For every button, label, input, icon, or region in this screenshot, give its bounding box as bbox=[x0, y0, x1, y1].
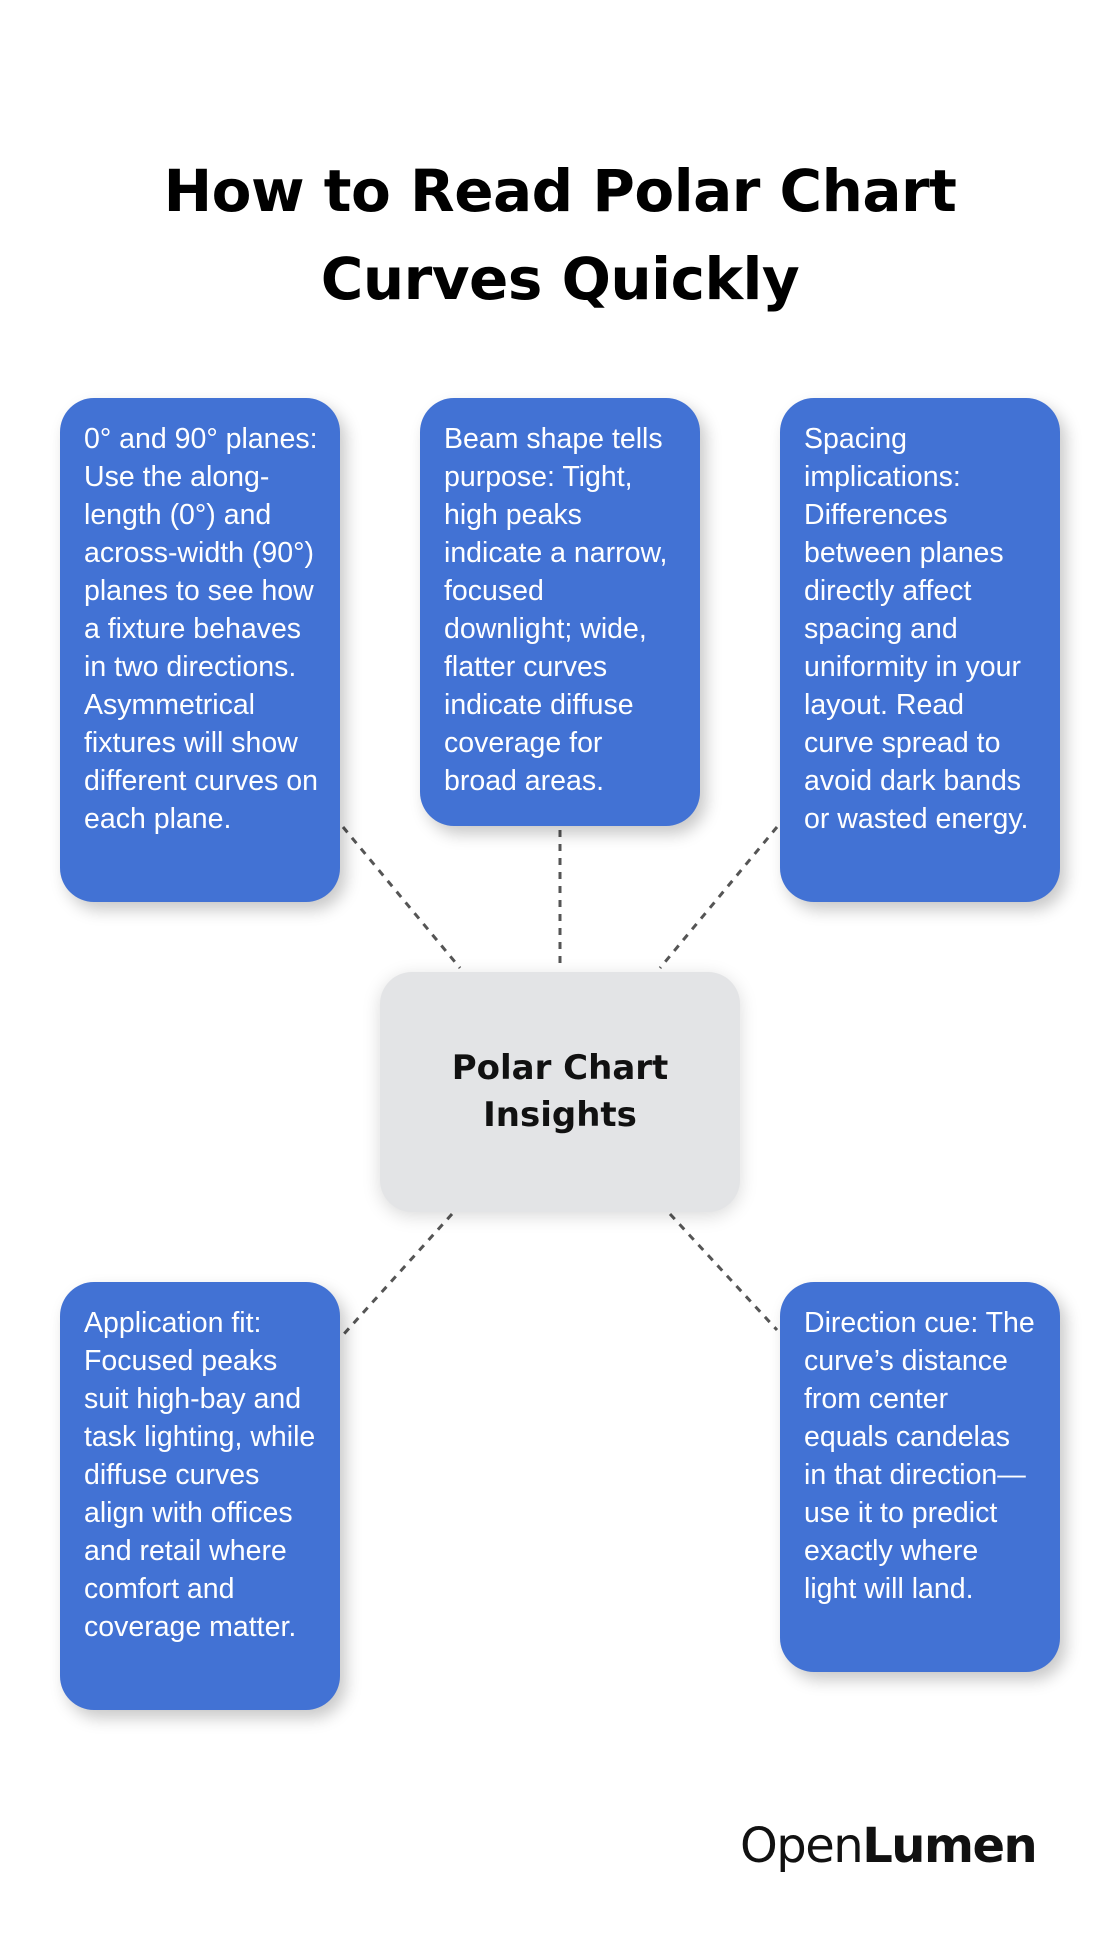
insight-text-beam-shape: Beam shape tells purpose: Tight, high pe… bbox=[444, 423, 668, 797]
insight-text-direction: Direction cue: The curve’s distance from… bbox=[804, 1307, 1035, 1605]
connector-box5 bbox=[668, 1212, 779, 1332]
connector-box3 bbox=[658, 826, 779, 969]
title-line-2: Curves Quickly bbox=[320, 244, 800, 313]
logo-part-lumen: Lumen bbox=[862, 1818, 1038, 1874]
insight-box-spacing: Spacing implications: Differences betwee… bbox=[780, 398, 1060, 902]
center-label: Polar Chart Insights bbox=[451, 1048, 669, 1135]
connector-box4 bbox=[341, 1212, 454, 1337]
insight-text-spacing: Spacing implications: Differences betwee… bbox=[804, 423, 1029, 835]
title-line-1: How to Read Polar Chart bbox=[163, 156, 957, 225]
insight-box-direction: Direction cue: The curve’s distance from… bbox=[780, 1282, 1060, 1672]
insight-box-application: Application fit: Focused peaks suit high… bbox=[60, 1282, 340, 1710]
insight-text-planes: 0° and 90° planes: Use the along-length … bbox=[84, 423, 318, 835]
brand-logo: OpenLumen bbox=[740, 1818, 1038, 1874]
connector-box1 bbox=[341, 826, 462, 969]
insight-text-application: Application fit: Focused peaks suit high… bbox=[84, 1307, 316, 1643]
insight-box-beam-shape: Beam shape tells purpose: Tight, high pe… bbox=[420, 398, 700, 826]
logo-part-open: Open bbox=[740, 1818, 864, 1874]
page-title: How to Read Polar Chart Curves Quickly bbox=[0, 147, 1120, 323]
center-node: Polar Chart Insights bbox=[380, 972, 740, 1212]
insight-box-planes: 0° and 90° planes: Use the along-length … bbox=[60, 398, 340, 902]
